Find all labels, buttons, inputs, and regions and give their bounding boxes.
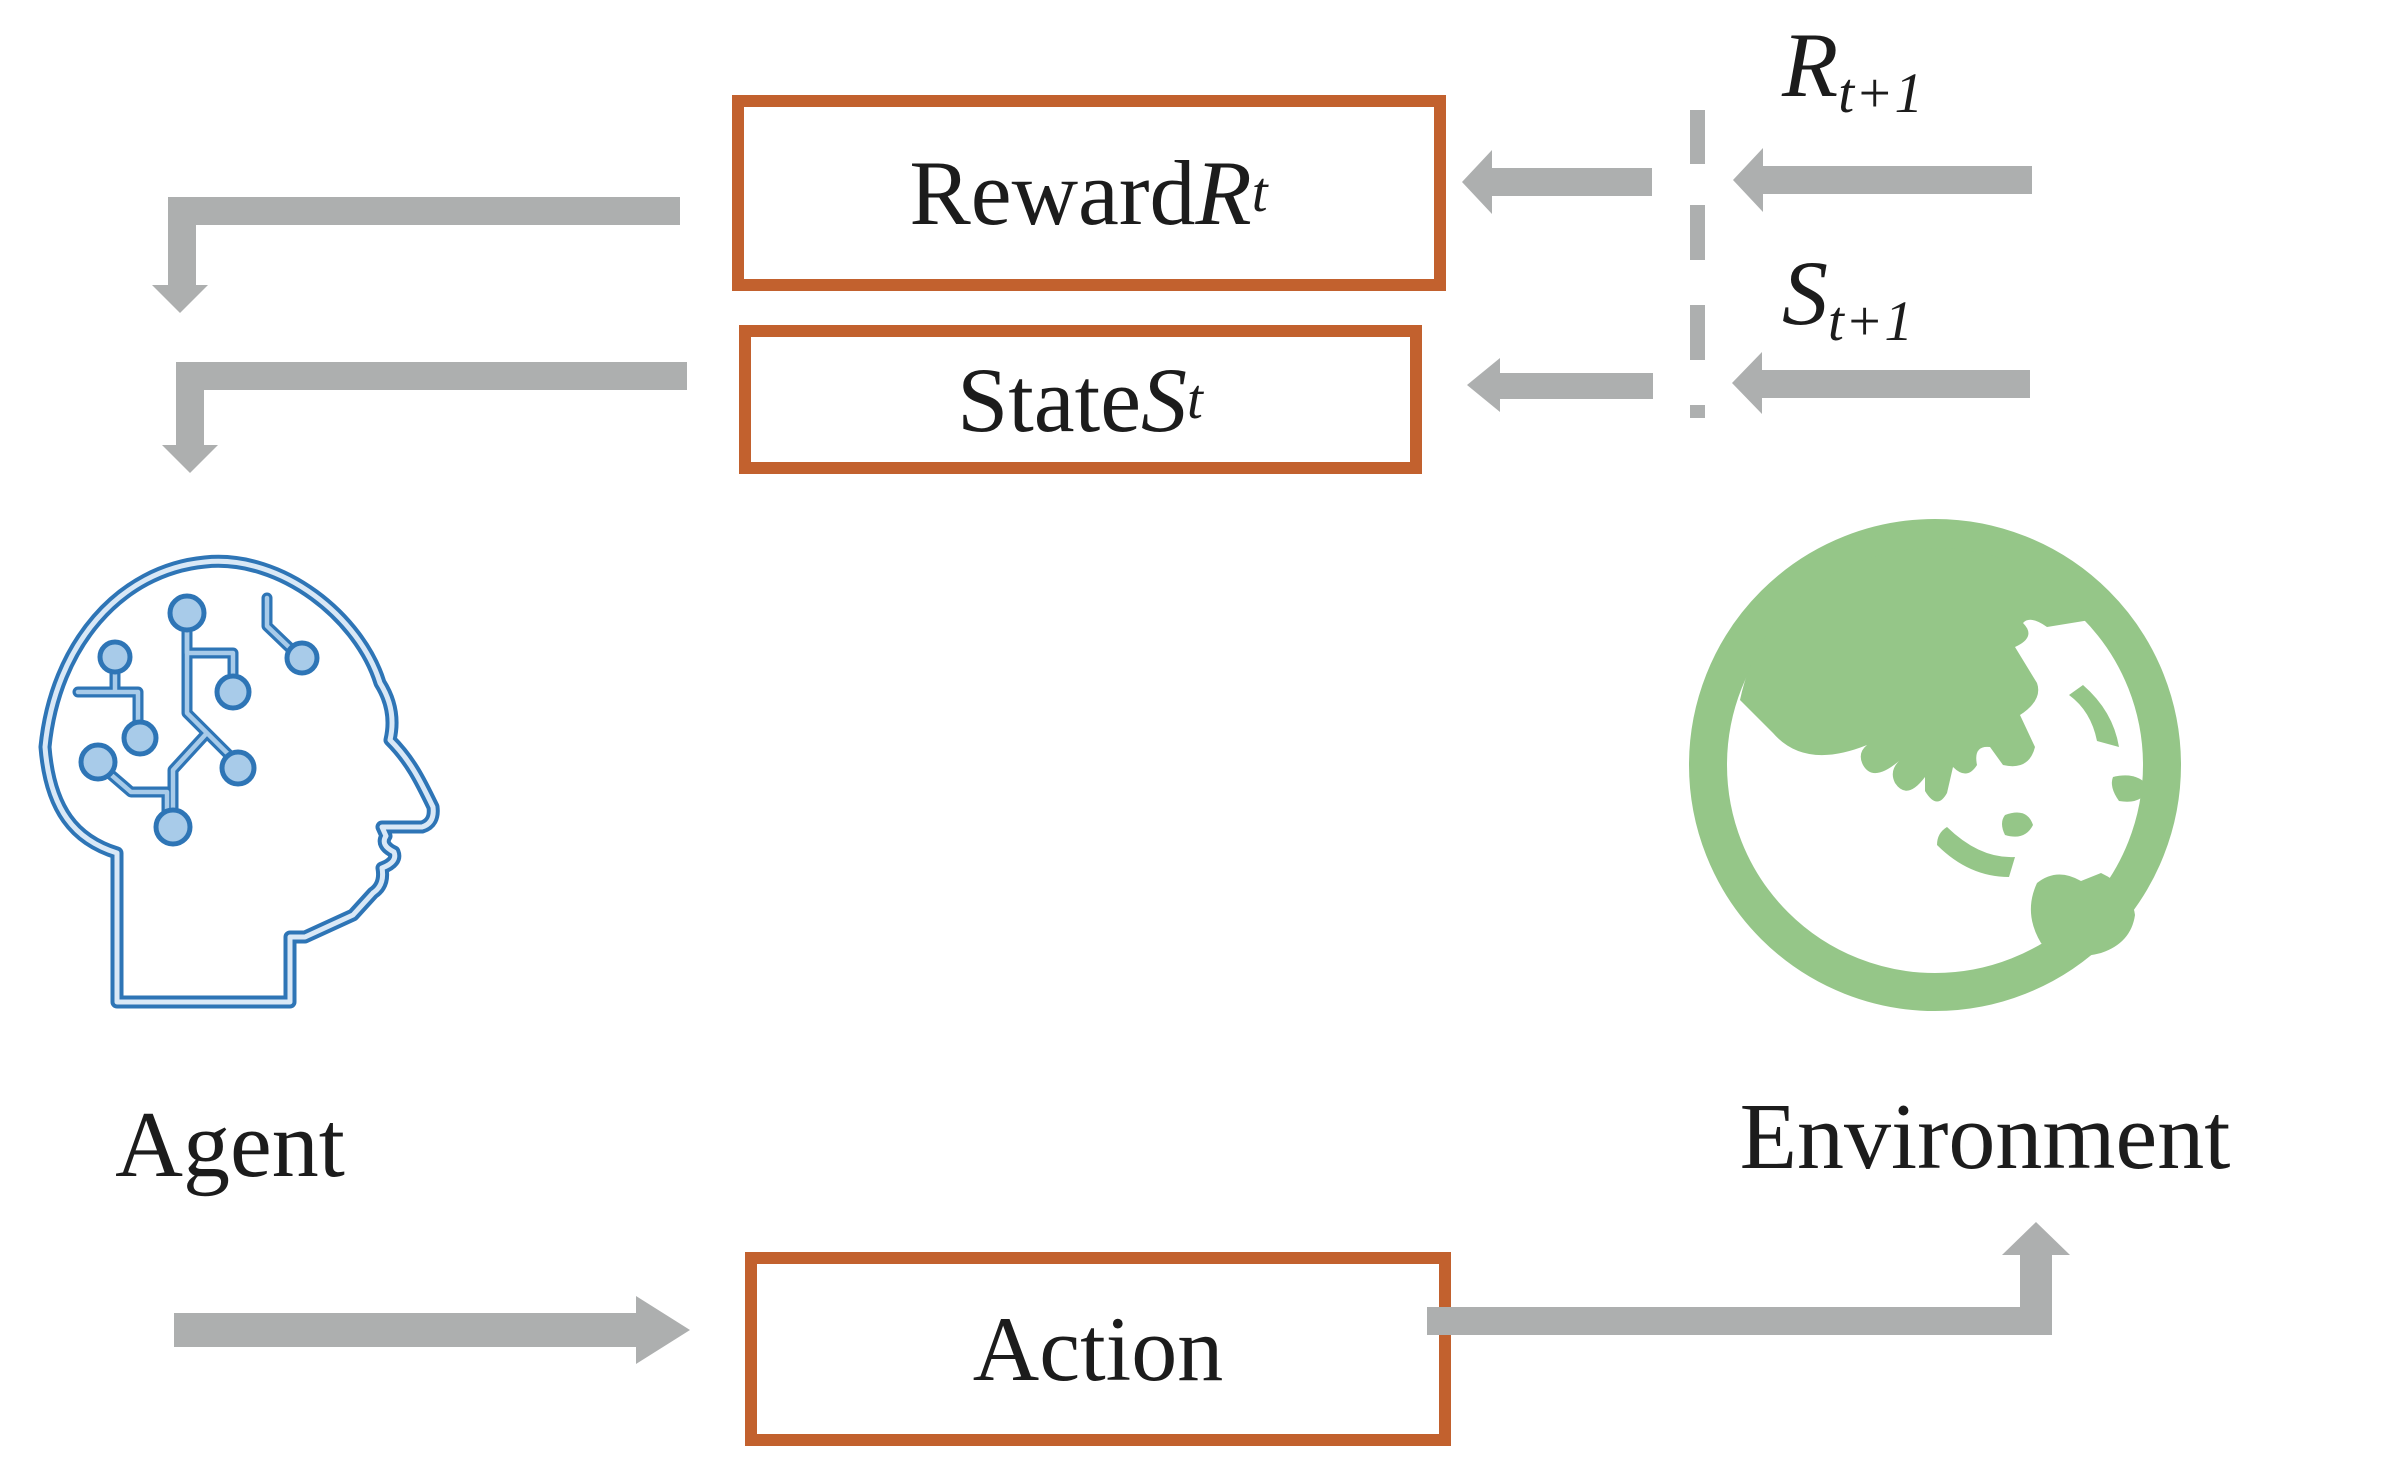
state-next-arrowhead-icon	[1732, 352, 1762, 414]
agent-label: Agent	[115, 1093, 345, 1197]
state-to-agent-arrow-leg	[176, 362, 204, 445]
action-box: Action	[745, 1252, 1451, 1446]
reward-to-agent-arrow-shaft	[168, 197, 680, 225]
action-to-environment-arrow-leg	[2020, 1255, 2052, 1335]
reward-inner-arrow-shaft	[1492, 168, 1652, 196]
time-boundary-dash	[1690, 205, 1705, 260]
state-to-agent-arrowhead-icon	[162, 445, 218, 473]
state-next-label: St+1	[1782, 242, 1914, 353]
environment-label: Environment	[1739, 1085, 2231, 1189]
agent-to-action-arrowhead-icon	[636, 1296, 690, 1364]
state-inner-arrowhead-icon	[1467, 358, 1500, 412]
reward-to-agent-arrowhead-icon	[152, 285, 208, 313]
reward-symbol: R	[1195, 142, 1252, 244]
reward-to-agent-arrow-leg	[168, 197, 196, 285]
time-boundary-dash	[1690, 110, 1705, 164]
reward-inner-arrowhead-icon	[1462, 150, 1492, 214]
reward-next-arrow-shaft	[1763, 166, 2032, 194]
state-inner-arrow-shaft	[1500, 373, 1653, 399]
reward-box-label: Reward	[909, 142, 1196, 244]
action-to-environment-arrowhead-icon	[2002, 1222, 2070, 1255]
reward-next-label: Rt+1	[1782, 14, 1925, 125]
agent-circuit-head-icon	[38, 554, 440, 1009]
agent-to-action-arrow-shaft	[174, 1313, 636, 1347]
time-boundary-dash	[1690, 405, 1705, 418]
environment-globe-icon	[1689, 519, 2181, 1011]
state-subscript: t	[1187, 367, 1204, 431]
state-next-arrow-shaft	[1762, 370, 2030, 398]
reward-subscript: t	[1251, 161, 1269, 225]
state-box-label: State	[957, 348, 1142, 451]
state-symbol: S	[1141, 348, 1188, 451]
time-boundary-dash	[1690, 305, 1705, 360]
action-box-label: Action	[972, 1298, 1224, 1400]
action-to-environment-arrow-shaft	[1427, 1307, 2052, 1335]
reward-next-arrowhead-icon	[1733, 148, 1763, 212]
state-to-agent-arrow-shaft	[176, 362, 687, 390]
